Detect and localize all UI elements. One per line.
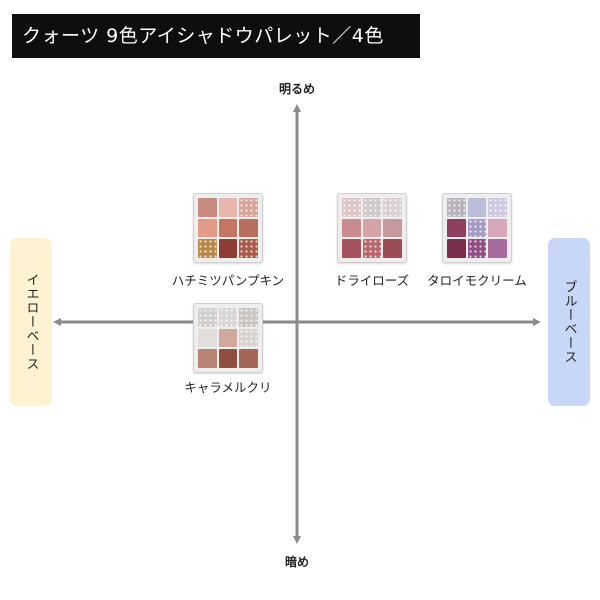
eyeshadow-swatch [342,198,361,217]
eyeshadow-swatch [362,239,382,258]
eyeshadow-swatch [447,239,466,258]
eyeshadow-swatch [239,198,258,217]
eyeshadow-swatch [488,198,507,217]
palette-image [337,193,407,263]
product-label: タロイモクリーム [427,273,527,288]
eyeshadow-swatch [198,328,217,348]
axis-label-left: イエローベース [23,273,39,371]
eyeshadow-swatch [239,349,258,368]
eyeshadow-swatch [198,308,217,327]
eyeshadow-swatch [383,239,402,258]
eyeshadow-swatch [218,349,238,368]
blue-base-box: ブルーベース [548,238,590,406]
eyeshadow-swatch [342,239,361,258]
eyeshadow-swatch [467,198,487,217]
product-label: ドライローズ [334,273,410,288]
eyeshadow-swatch [218,239,238,258]
eyeshadow-swatch [383,218,402,238]
eyeshadow-swatch [239,239,258,258]
eyeshadow-swatch [467,218,487,238]
eyeshadow-swatch [447,198,466,217]
eyeshadow-swatch [239,218,258,238]
eyeshadow-swatch [447,218,466,238]
eyeshadow-swatch [488,239,507,258]
product-label: キャラメルクリ [184,380,272,395]
eyeshadow-swatch [218,198,238,217]
page-title: クォーツ 9色アイシャドウパレット／4色 [12,14,420,58]
eyeshadow-swatch [218,218,238,238]
palette-image [193,193,263,263]
axis-label-bottom: 暗め [285,555,310,569]
eyeshadow-swatch [362,218,382,238]
palette-image [442,193,512,263]
eyeshadow-swatch [467,239,487,258]
eyeshadow-swatch [198,239,217,258]
eyeshadow-swatch [342,218,361,238]
eyeshadow-swatch [218,308,238,327]
eyeshadow-swatch [198,218,217,238]
eyeshadow-swatch [383,198,402,217]
eyeshadow-swatch [218,328,238,348]
eyeshadow-swatch [488,218,507,238]
eyeshadow-swatch [239,328,258,348]
yellow-base-box: イエローベース [10,238,52,406]
product-label: ハチミツパンプキン [171,273,285,288]
axis-label-top: 明るめ [279,82,316,96]
eyeshadow-swatch [198,198,217,217]
eyeshadow-swatch [239,308,258,327]
palette-image [193,303,263,373]
eyeshadow-swatch [362,198,382,217]
eyeshadow-swatch [198,349,217,368]
axis-label-right: ブルーベース [561,280,577,364]
